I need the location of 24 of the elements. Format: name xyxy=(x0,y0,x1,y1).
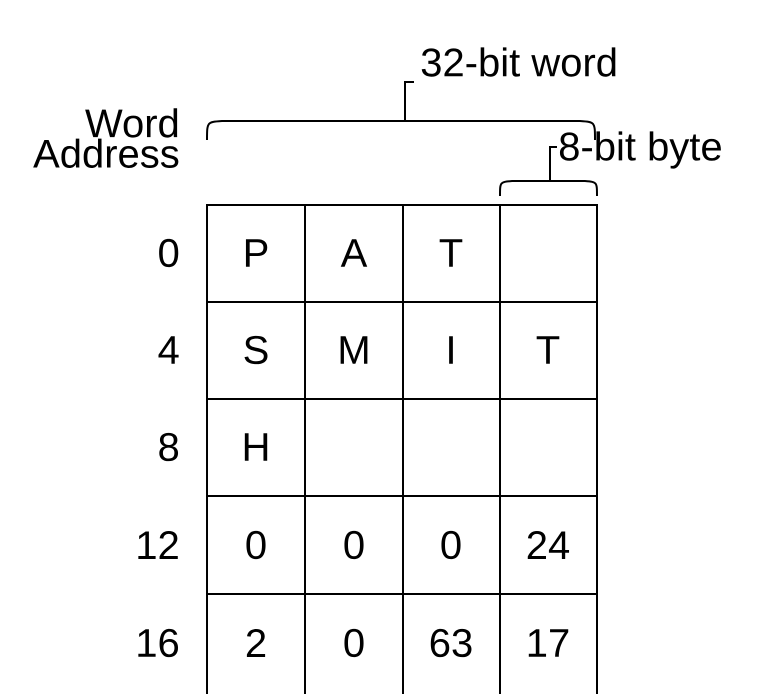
memory-value: H xyxy=(244,433,268,461)
memory-value: 0 xyxy=(344,530,364,560)
address-label: 16 xyxy=(138,628,178,658)
memory-value: 17 xyxy=(528,629,568,657)
memory-value: T xyxy=(536,336,560,364)
memory-value: 2 xyxy=(246,629,266,657)
address-label: 0 xyxy=(159,238,178,268)
memory-value: I xyxy=(449,336,453,364)
memory-value: 63 xyxy=(430,628,472,658)
memory-value: 0 xyxy=(441,530,461,560)
memory-value: P xyxy=(246,239,268,267)
memory-value: M xyxy=(340,336,368,364)
memory-value: T xyxy=(440,239,462,267)
memory-value: 0 xyxy=(344,628,364,658)
memory-value: 24 xyxy=(528,531,570,559)
bracket-label: 32-bit word xyxy=(422,47,616,77)
memory-value: S xyxy=(244,336,268,364)
bracket-label: 8-bit byte xyxy=(560,131,721,169)
address-label: 12 xyxy=(138,531,178,559)
memory-value: A xyxy=(340,239,368,267)
axis-title: Word Address xyxy=(33,108,178,168)
memory-value: 0 xyxy=(246,530,266,560)
address-label: 8 xyxy=(159,432,178,462)
address-label: 4 xyxy=(158,336,179,364)
